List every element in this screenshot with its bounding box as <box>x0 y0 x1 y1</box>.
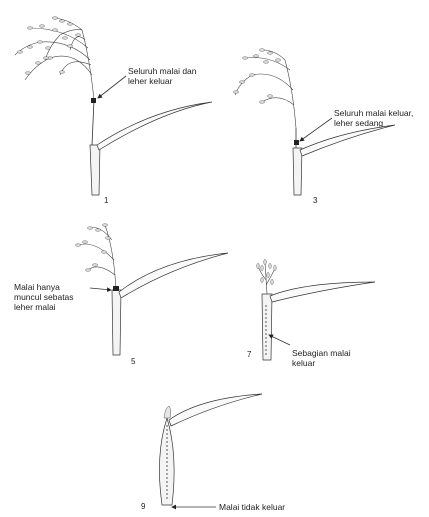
label-pointer <box>98 76 126 98</box>
panicle <box>257 260 276 295</box>
flag-leaf <box>97 102 212 150</box>
label-stage-9: Malai tidak keluar <box>219 502 285 512</box>
label-line: leher sedang <box>334 118 413 128</box>
label-line: Malai tidak keluar <box>219 502 285 512</box>
flag-leaf <box>270 282 375 302</box>
label-line: Sebagian malai <box>292 348 351 358</box>
plant-stage-9 <box>159 394 262 507</box>
collar-marker <box>113 286 119 291</box>
panicle <box>15 17 94 100</box>
label-line: muncul sebatas <box>14 292 74 302</box>
figure-number-5: 5 <box>131 357 135 366</box>
panicle <box>234 49 297 128</box>
collar-marker <box>91 98 96 103</box>
flag-leaf <box>119 253 228 298</box>
label-stage-5: Malai hanya muncul sebatas leher malai <box>14 282 74 312</box>
leaf-sheath <box>112 290 121 355</box>
flag-leaf <box>300 125 395 156</box>
label-line: leher malai <box>14 302 74 312</box>
label-line: keluar <box>292 358 351 368</box>
leaf-sheath <box>90 145 100 195</box>
collar-marker <box>294 140 299 145</box>
label-stage-3: Seluruh malai keluar, leher sedang <box>334 108 413 128</box>
figure-number-3: 3 <box>313 196 317 205</box>
figure-number-1: 1 <box>104 196 108 205</box>
label-line: leher keluar <box>128 76 197 86</box>
label-pointer <box>269 335 290 345</box>
figure-number-7: 7 <box>247 350 251 359</box>
leaf-sheath <box>293 148 302 195</box>
plant-stage-7 <box>257 260 375 361</box>
figure-number-9: 9 <box>141 502 145 511</box>
panicle-neck <box>92 100 94 145</box>
label-stage-7: Sebagian malai keluar <box>292 348 351 368</box>
plant-stage-1 <box>15 17 212 195</box>
label-line: Seluruh malai dan <box>128 66 197 76</box>
label-line: Seluruh malai keluar, <box>334 108 413 118</box>
label-stage-1: Seluruh malai dan leher keluar <box>128 66 197 86</box>
panicle <box>76 224 117 290</box>
label-line: Malai hanya <box>14 282 74 292</box>
label-pointer <box>90 288 111 290</box>
flag-leaf <box>169 394 262 426</box>
plant-stage-5 <box>76 224 229 355</box>
leaf-sheath <box>262 294 272 360</box>
label-pointer <box>300 118 332 141</box>
panicle-tip <box>164 406 171 418</box>
